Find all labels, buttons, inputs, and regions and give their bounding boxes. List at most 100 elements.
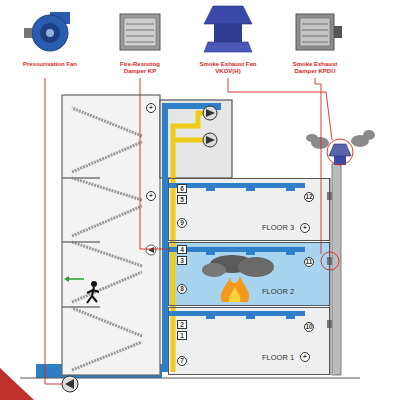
blue-duct-riser xyxy=(165,106,218,372)
stair-flight xyxy=(72,206,142,236)
callout-number: + xyxy=(147,192,155,200)
fan-hub xyxy=(46,29,54,37)
person-head xyxy=(91,281,97,287)
callout-number: 5 xyxy=(178,196,186,203)
supply-fan xyxy=(203,133,217,147)
callout-number: 1 xyxy=(178,332,186,339)
diffuser xyxy=(206,252,215,255)
diffuser xyxy=(286,252,295,255)
callout-circle: 11 xyxy=(304,257,314,267)
damper-blades xyxy=(302,24,328,42)
floor-zone: FLOOR 1 2 1 10 7 + xyxy=(168,307,330,375)
callout-circle: 7 xyxy=(177,356,187,366)
callout-number: 12 xyxy=(305,193,313,201)
equipment-label: Smoke Exhaust Damper KPDU xyxy=(283,61,347,75)
callout-number: 9 xyxy=(178,219,186,227)
leader-line xyxy=(45,78,62,384)
callout-number: 6 xyxy=(178,185,186,192)
stair-flight xyxy=(72,178,142,200)
smoke-exhaust-damper-icon xyxy=(296,14,342,50)
floor-label: FLOOR 3 xyxy=(262,223,294,233)
callout-box: 6 xyxy=(177,184,187,193)
callout-number: + xyxy=(301,224,309,232)
ground-fan xyxy=(62,376,78,392)
leader-line xyxy=(315,78,321,254)
leader-line xyxy=(228,78,332,140)
pressurisation-fan-icon xyxy=(24,12,70,51)
flame xyxy=(221,276,249,302)
callout-number: 10 xyxy=(305,323,313,331)
equipment-label: Smoke Exhaust Fan VKOV(H) xyxy=(196,61,260,75)
supply-fan xyxy=(203,106,217,120)
stair-flight xyxy=(72,342,142,370)
supply-fan-arrow xyxy=(206,136,215,144)
fan-motor xyxy=(24,28,32,38)
callout-number: 7 xyxy=(178,357,186,365)
diffuser xyxy=(246,316,255,319)
leader-lines xyxy=(45,78,353,384)
callout-box: 5 xyxy=(177,195,187,204)
callout-circle: 9 xyxy=(177,218,187,228)
leader-line xyxy=(140,78,170,249)
diffuser xyxy=(286,188,295,191)
floor-label: FLOOR 2 xyxy=(262,287,294,297)
ground-fan-arrow xyxy=(65,379,74,389)
callout-number: 3 xyxy=(178,257,186,264)
callout-number: 4 xyxy=(178,246,186,253)
smoke-exhaust-fan-icon xyxy=(204,6,252,52)
callout-box: 3 xyxy=(177,256,187,265)
floor-zone: FLOOR 2 4 3 11 8 xyxy=(168,242,330,306)
callout-circle: + xyxy=(146,103,156,113)
fan-base xyxy=(204,42,252,52)
stair-flight xyxy=(72,242,142,266)
fan-hood xyxy=(204,6,252,24)
callout-number: + xyxy=(301,353,309,361)
floor-label: FLOOR 1 xyxy=(262,353,294,363)
stair-flights xyxy=(72,108,142,370)
exhaust-smoke xyxy=(306,130,375,149)
highlight-circle xyxy=(327,139,353,165)
callout-circle: + xyxy=(300,223,310,233)
exit-arrowhead xyxy=(64,276,69,282)
diffuser xyxy=(286,316,295,319)
flame-core xyxy=(229,287,241,302)
stair-flight xyxy=(72,142,142,172)
supply-fan-arrow xyxy=(206,109,215,117)
stair-flight xyxy=(72,308,142,336)
callout-circle: 8 xyxy=(177,284,187,294)
fire-damper-icon xyxy=(120,14,160,50)
floor-fill xyxy=(168,307,330,375)
damper-actuator xyxy=(334,26,342,38)
stair-flight xyxy=(72,272,142,302)
roof-fan-body xyxy=(334,156,346,165)
diffuser xyxy=(246,252,255,255)
smoke-cloud xyxy=(202,263,226,277)
equipment-label: Pressurisation Fan xyxy=(18,61,82,68)
stair-fan-arrow xyxy=(148,247,154,253)
callout-box: 1 xyxy=(177,331,187,340)
damper-blades xyxy=(126,24,154,42)
diffuser xyxy=(206,316,215,319)
callout-circle: + xyxy=(146,191,156,201)
stair-landings xyxy=(62,178,100,307)
callout-circle: 12 xyxy=(304,192,314,202)
diffuser xyxy=(246,188,255,191)
callout-number: 11 xyxy=(305,258,313,266)
stair-flight xyxy=(72,108,142,136)
ceiling-ducts xyxy=(165,183,305,319)
callout-number: 8 xyxy=(178,285,186,293)
equipment-label: Fire-Resisting Damper KP xyxy=(108,61,172,75)
floor-zone: FLOOR 3 6 12 5 9 + xyxy=(168,178,330,241)
callout-number: 2 xyxy=(178,321,186,328)
ceiling-duct xyxy=(165,311,305,316)
evacuee xyxy=(64,276,99,303)
callout-number: + xyxy=(147,104,155,112)
fan-inlet xyxy=(40,23,60,43)
fan-housing xyxy=(32,15,68,51)
smoke-puff xyxy=(363,130,375,140)
smoke-cloud xyxy=(238,257,274,277)
damper-face xyxy=(300,18,330,46)
damper-face xyxy=(124,18,156,46)
diffuser xyxy=(206,188,215,191)
